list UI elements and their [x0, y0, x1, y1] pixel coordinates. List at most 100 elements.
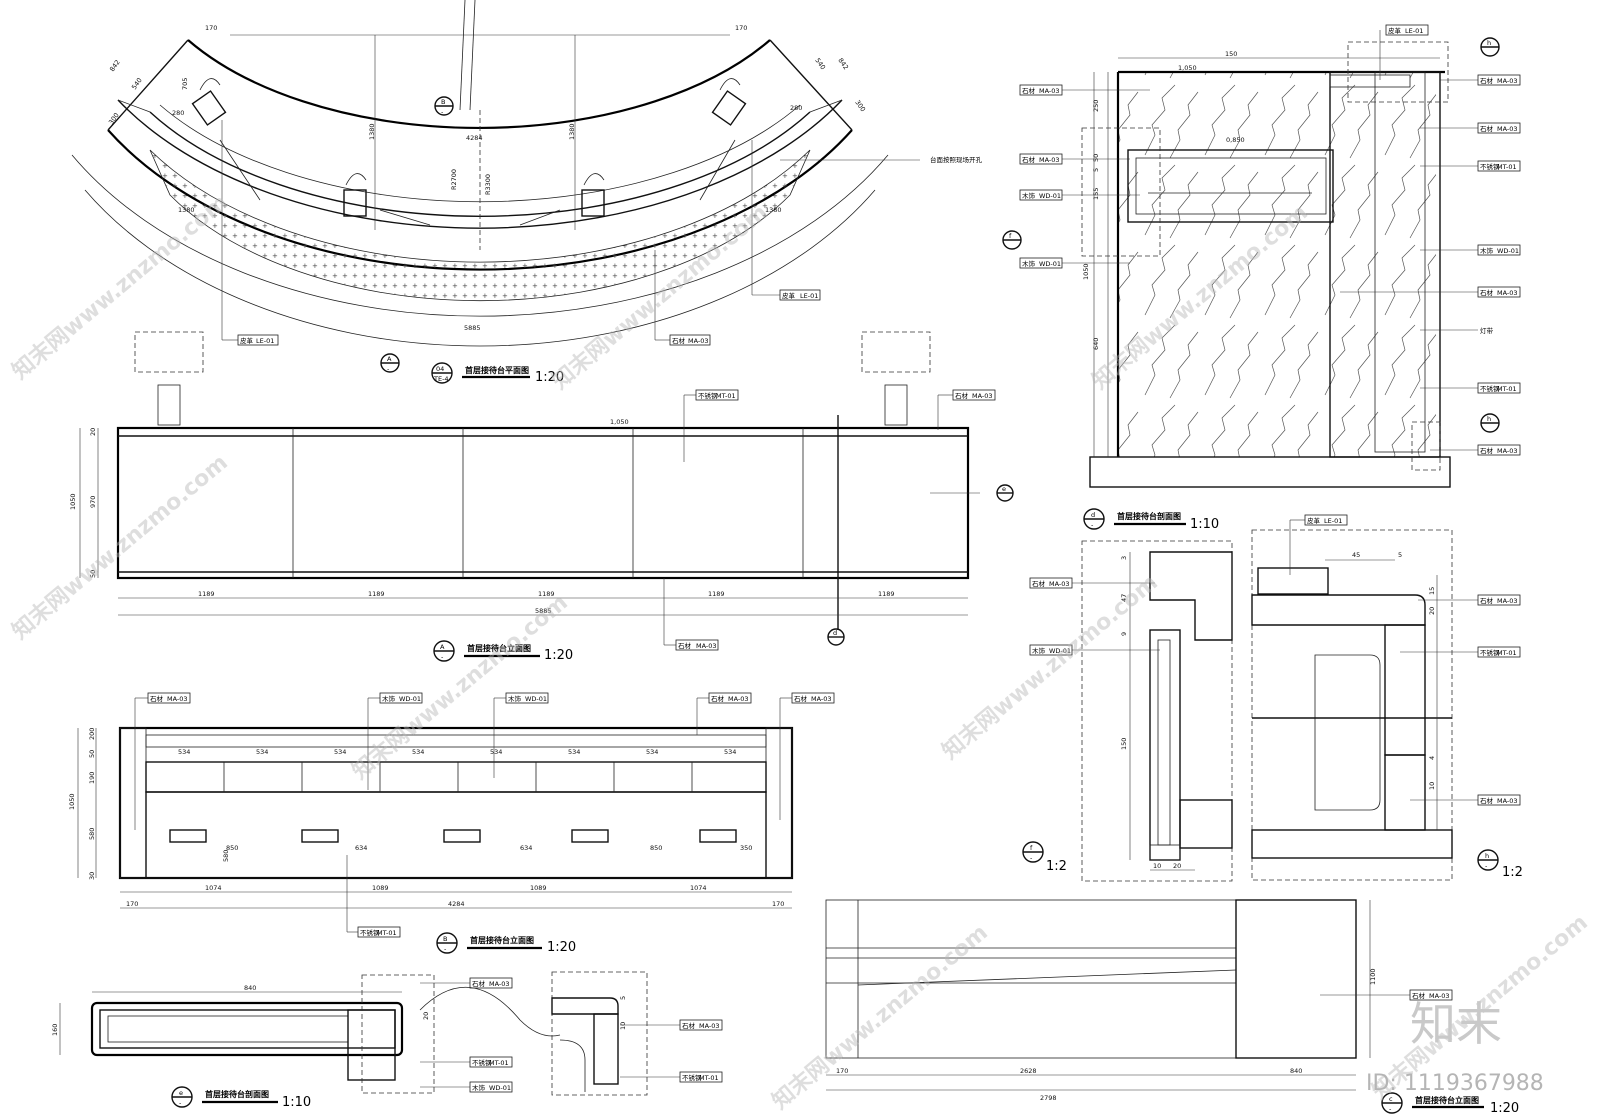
dim-300-left: 300: [107, 111, 121, 126]
plan-section-mark-a: A-: [380, 353, 400, 373]
elev-b-dim-30: 30: [88, 872, 96, 880]
elev-a-dim-20: 20: [89, 428, 97, 436]
elevation-c-view: 170 2628 840 2798 1100 石材 MA-03 c- 首层接待台…: [825, 899, 1519, 1116]
dim-5885-plan: 5885: [464, 324, 481, 332]
elev-b-callout-ma03-right: MA-03: [811, 695, 832, 703]
sect-d-callouts: 石材 MA-03 石材 MA-03 木饰 WD-01 木饰 WD-01 f 皮革…: [1002, 24, 1521, 456]
detail-h-callouts: 皮革 LE-01 石材 MA-03 不锈钢 MT-01 石材 MA-03: [1289, 514, 1521, 806]
dim-1380-d: 1380: [765, 206, 782, 214]
elevation-b-view: 1050 200 50 190 580 30 534 534 534 534 5…: [68, 692, 835, 955]
watermark-2: 知末网www.znzmo.com: [547, 199, 773, 394]
sect-e-dim-10: 10: [619, 1022, 627, 1030]
sect-d-callout-wd01-r: WD-01: [1497, 247, 1519, 255]
detail-h-callout-ma03-b: MA-03: [1497, 797, 1518, 805]
elev-c-dim-1100: 1100: [1369, 968, 1377, 985]
elev-b-title-block: B- 首层接待台立面图 1:20: [436, 932, 576, 955]
detail-h-dim-45: 45: [1352, 551, 1360, 559]
detail-f-callout-ma03-name: 石材: [1032, 579, 1046, 588]
elev-a-dim-seg4: 1189: [708, 590, 725, 598]
elev-b-callout-ma03-mid: MA-03: [728, 695, 749, 703]
detail-h-dim-5: 5: [1398, 551, 1402, 559]
plan-ref-number: 04: [436, 365, 444, 373]
sect-d-dimensions: 250 50 5 155 1050 640 1,050 0,850 150: [1082, 50, 1440, 457]
plan-ref-sheet: TE-4: [433, 375, 449, 383]
elev-a-dim-970: 970: [89, 496, 97, 508]
elev-b-dim-190: 190: [88, 772, 96, 784]
sect-d-dim-1050: 1050: [1082, 263, 1090, 280]
elev-b-dim-170-a: 170: [126, 900, 138, 908]
elev-b-dim-350: 350: [740, 844, 752, 852]
elev-b-dim-634a: 634: [355, 844, 367, 852]
sect-e-callout-ma03-a: MA-03: [489, 980, 510, 988]
dim-540-right: 540: [813, 57, 827, 72]
detail-h-view: 45 5 15 20 10 4 皮革 LE-01 石材 MA-03 不锈钢 MT…: [1251, 514, 1523, 881]
elev-a-lamps: [134, 331, 931, 426]
plan-callout-le01-left: LE-01: [256, 337, 274, 345]
elev-b-callout-wd01-b-name: 木饰: [508, 694, 522, 703]
elev-a-dimensions: 1050 970 20 50 1,050 1189 1189 1189 1189…: [69, 418, 968, 616]
plan-scale: 1:20: [535, 370, 564, 385]
svg-text:h: h: [1485, 852, 1489, 860]
sect-d-dim-width: 150: [1225, 50, 1237, 58]
svg-text:-: -: [387, 365, 390, 373]
elev-b-dim-534-1: 534: [178, 748, 190, 756]
sect-d-callout-ma03-r3: MA-03: [1497, 289, 1518, 297]
elev-b-dim-534-6: 534: [568, 748, 580, 756]
detail-f-callout-wd01: WD-01: [1049, 647, 1071, 655]
elev-c-dim-170: 170: [836, 1067, 848, 1075]
plan-callout-ma03: MA-03: [688, 337, 709, 345]
sect-d-dim-50: 50: [1092, 154, 1100, 162]
elev-b-dim-1074-b: 1074: [690, 884, 707, 892]
watermark-4: 知末网www.znzmo.com: [347, 589, 573, 784]
plan-view: B- A- 842 540 300 705 280 170 1380 1380 …: [71, 0, 983, 385]
detail-f-dim-3: 3: [1120, 556, 1128, 560]
sect-e-dim-840: 840: [244, 984, 256, 992]
sect-d-level-mid: 0,850: [1226, 136, 1245, 144]
sect-d-marble-back: [1118, 72, 1436, 457]
detail-h-dim-15: 15: [1428, 587, 1436, 595]
sect-d-callout-ma03-a-name: 石材: [1022, 86, 1036, 95]
elev-b-callout-ma03-right-name: 石材: [794, 694, 808, 703]
brand-logo-text: 知末: [1410, 997, 1502, 1051]
elev-a-title: 首层接待台立面图: [467, 643, 531, 653]
elev-b-dim-850a: 850: [226, 844, 238, 852]
sect-d-callout-ma03-r1: MA-03: [1497, 77, 1518, 85]
sect-d-dim-155: 155: [1092, 188, 1100, 200]
svg-text:-: -: [444, 945, 447, 953]
sect-d-callout-mt01-r2: MT-01: [1497, 385, 1517, 393]
elev-b-dim-634b: 634: [520, 844, 532, 852]
elev-b-dim-534-4: 534: [412, 748, 424, 756]
detail-f-view: 3 47 9 150 10 20 石材 MA-03 木饰 WD-01 f- 1:…: [1022, 540, 1233, 882]
section-d-view: 250 50 5 155 1050 640 1,050 0,850 150 石材…: [1002, 24, 1521, 532]
elev-c-callout-ma03-name: 石材: [1412, 991, 1426, 1000]
elev-b-callout-wd01-b: WD-01: [525, 695, 547, 703]
elev-b-callout-mt01-name: 不锈钢: [360, 928, 380, 937]
watermark-7: 知末网www.znzmo.com: [7, 449, 233, 644]
elev-a-callout-ma03-bottom-name: 石材: [678, 641, 692, 650]
svg-text:c: c: [1389, 1095, 1393, 1103]
sect-e-callout-ma03-b: MA-03: [699, 1022, 720, 1030]
elevation-a-view: 1050 970 20 50 1,050 1189 1189 1189 1189…: [69, 331, 1014, 663]
sect-d-callout-ma03-b: MA-03: [1039, 156, 1060, 164]
sect-d-callout-ma03-b-name: 石材: [1022, 155, 1036, 164]
svg-text:-: -: [1389, 1105, 1392, 1113]
sect-d-callout-lamp: 灯带: [1480, 326, 1494, 335]
detail-h-dimensions: 45 5 15 20 10 4: [1325, 551, 1438, 830]
detail-h-callout-mt01-name: 不锈钢: [1480, 648, 1500, 657]
watermark-5: 知末网www.znzmo.com: [937, 569, 1163, 764]
elev-b-callout-ma03-mid-name: 石材: [711, 694, 725, 703]
elev-b-dim-height: 1050: [68, 793, 76, 810]
svg-text:e: e: [1002, 485, 1006, 493]
elev-b-dim-534-7: 534: [646, 748, 658, 756]
sect-d-scale: 1:10: [1190, 517, 1219, 532]
elev-b-dim-850b: 850: [650, 844, 662, 852]
elev-b-wood-panel: [145, 791, 767, 879]
detail-h-callout-ma03-a-name: 石材: [1480, 596, 1494, 605]
dim-1380-b: 1380: [568, 123, 576, 140]
watermark-8: 知末网www.znzmo.com: [767, 919, 993, 1114]
sect-d-callout-ma03-r3-name: 石材: [1480, 288, 1494, 297]
plan-title-block: 04 TE-4 首层接待台平面图 1:20: [431, 362, 564, 385]
detail-h-callout-ma03-a: MA-03: [1497, 597, 1518, 605]
plan-stone-band: [149, 149, 811, 302]
elev-b-title: 首层接待台立面图: [470, 935, 534, 945]
